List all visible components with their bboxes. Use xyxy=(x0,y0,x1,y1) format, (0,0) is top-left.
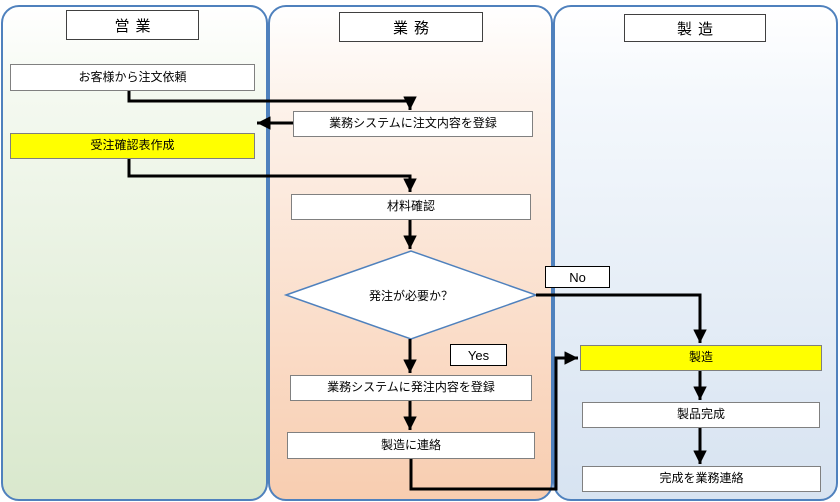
branch-label-yes: Yes xyxy=(450,344,507,366)
branch-label-no: No xyxy=(545,266,610,288)
decision-label: 発注が必要か？ xyxy=(368,288,453,303)
lane-title-sales: 営業 xyxy=(66,10,199,40)
node-register-purchase: 業務システムに発注内容を登録 xyxy=(290,375,532,401)
connector-decision-no-to-manufacture xyxy=(536,293,707,343)
connector-contact-to-manufacture xyxy=(409,351,578,491)
node-order-confirmation: 受注確認表作成 xyxy=(10,133,255,159)
node-customer-order: お客様から注文依頼 xyxy=(10,64,255,91)
node-report-complete: 完成を業務連絡 xyxy=(582,466,821,492)
node-product-complete: 製品完成 xyxy=(582,402,820,428)
node-manufacture: 製造 xyxy=(580,345,822,371)
node-material-check: 材料確認 xyxy=(291,194,531,220)
connector-customer-to-register xyxy=(127,90,417,110)
lane-title-manufacturing: 製造 xyxy=(624,14,766,42)
connector-confirmation-to-material xyxy=(127,159,417,192)
node-register-order: 業務システムに注文内容を登録 xyxy=(293,111,533,137)
node-contact-manufacturing: 製造に連絡 xyxy=(287,432,535,459)
lane-title-operations: 業務 xyxy=(339,12,483,42)
